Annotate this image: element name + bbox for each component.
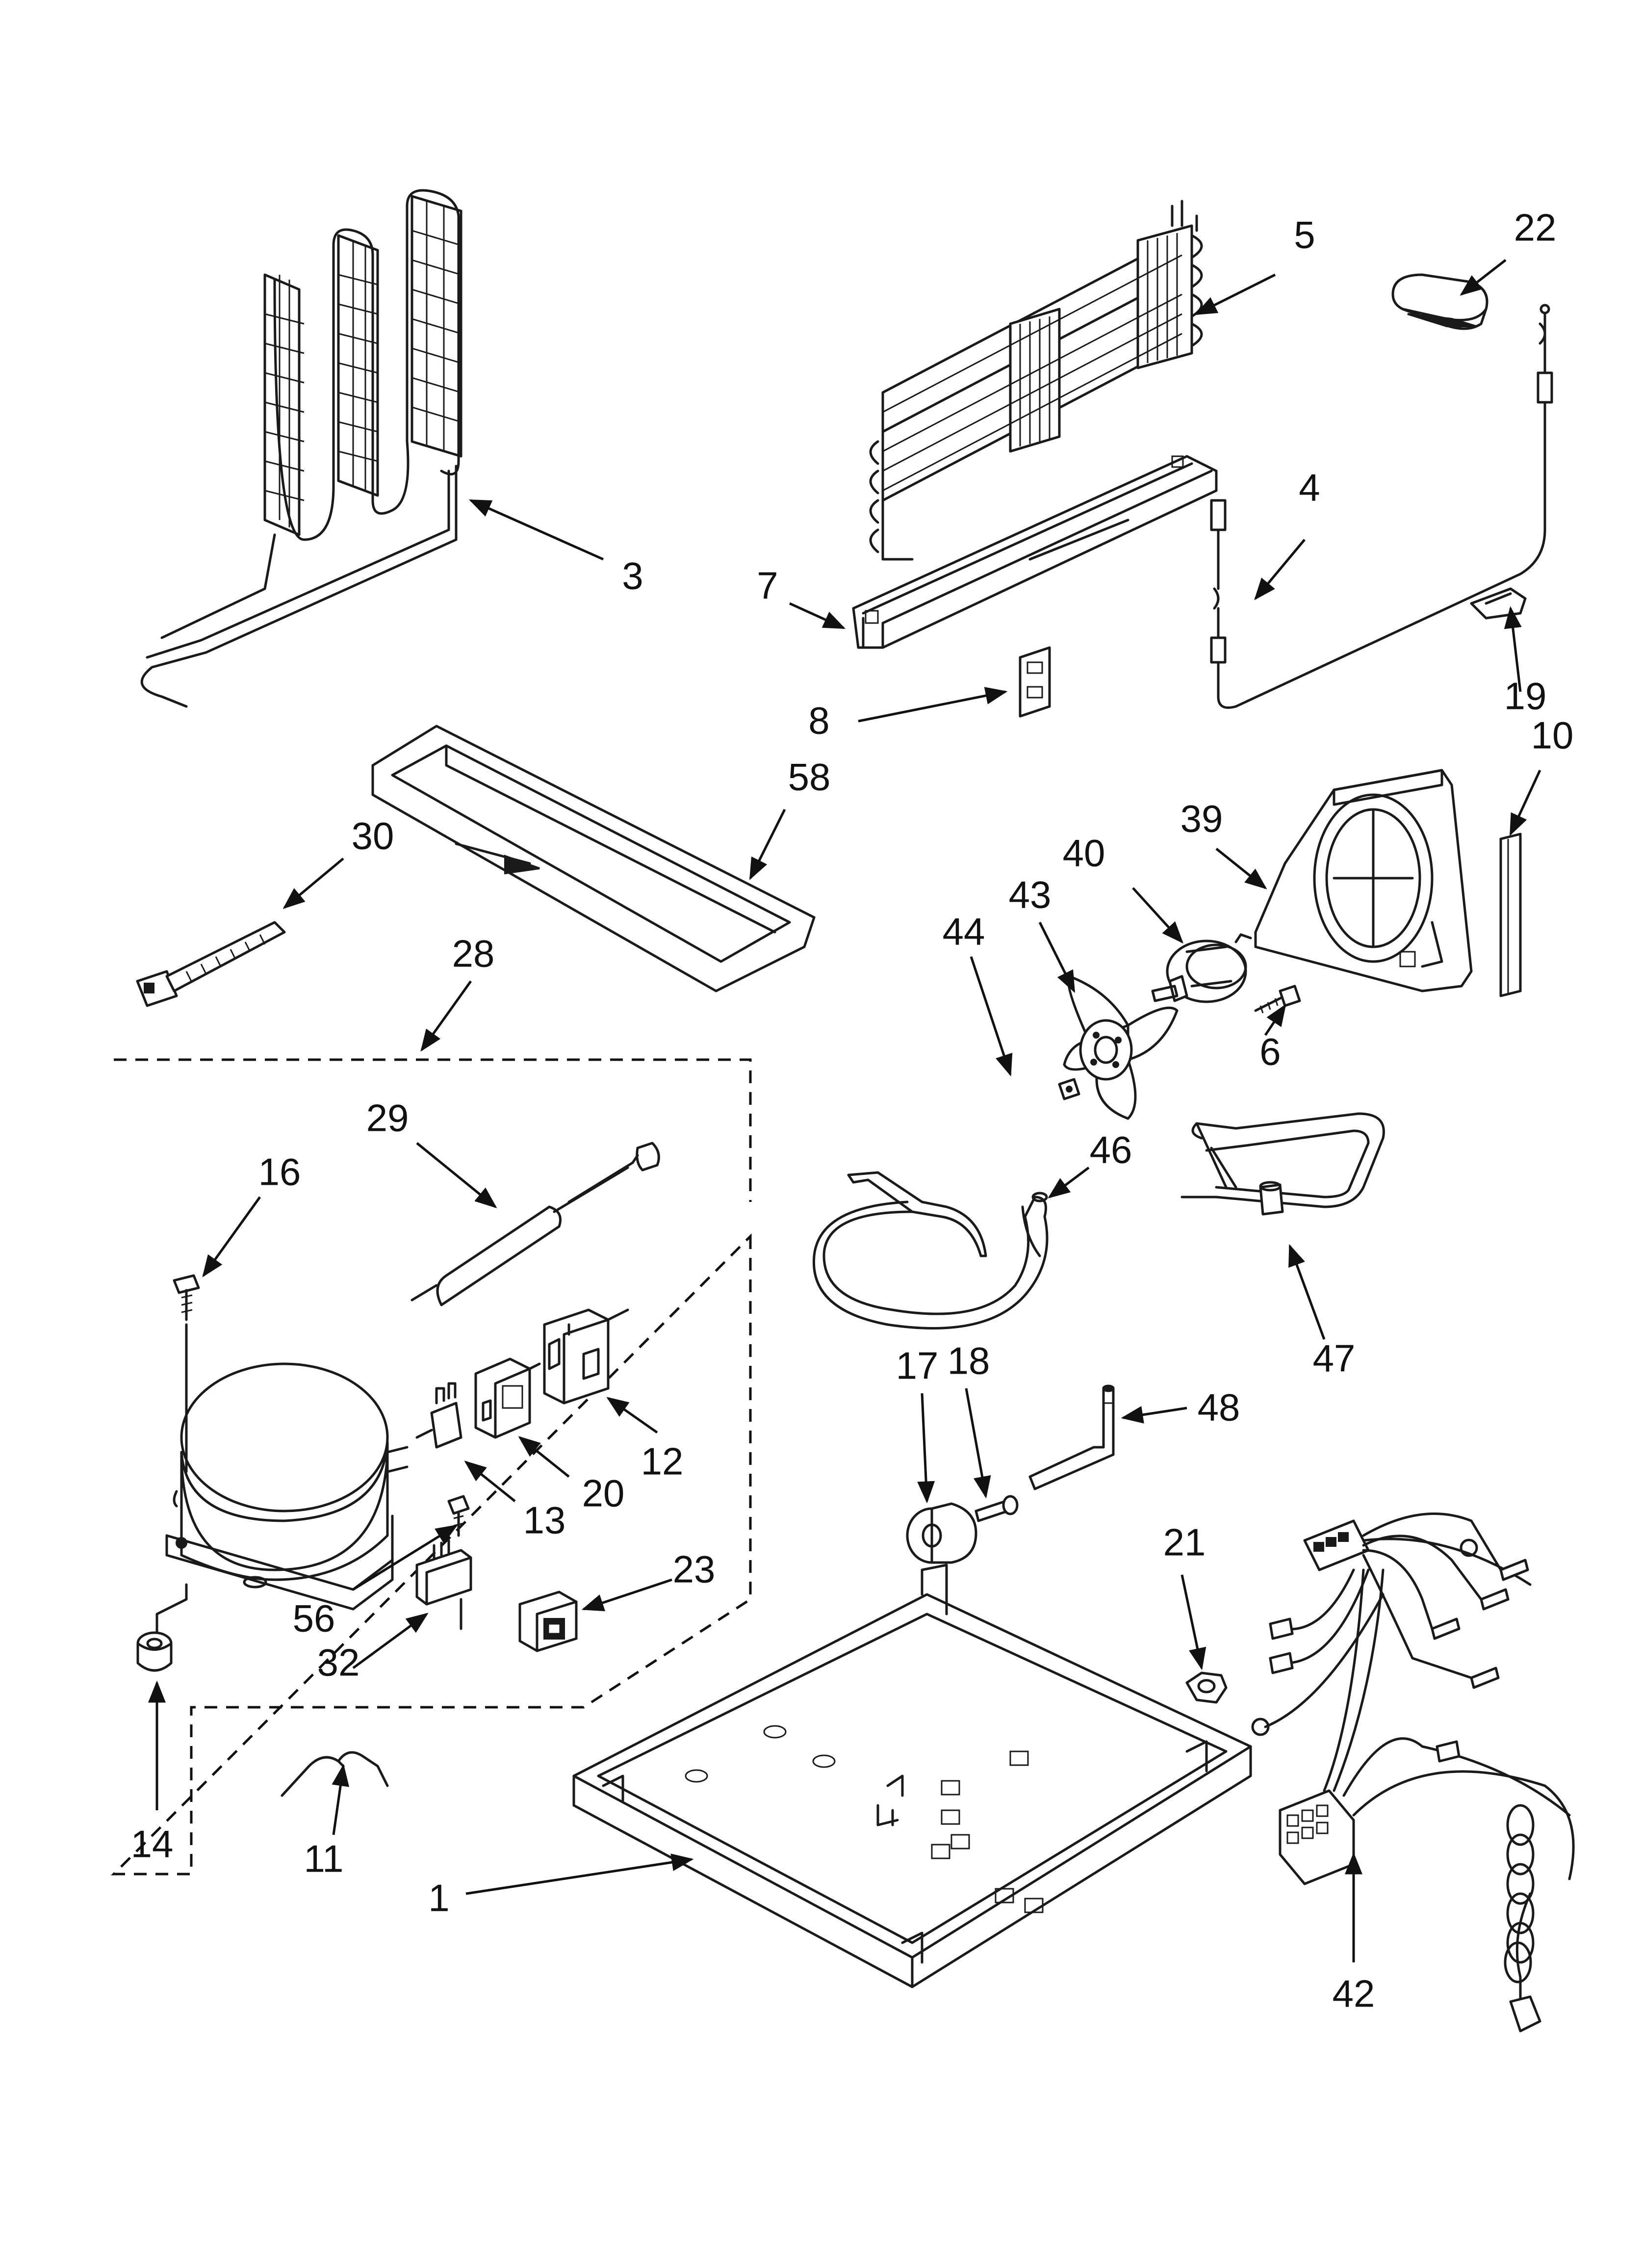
- terminal-connector: [415, 1382, 462, 1449]
- compressor: [155, 1323, 409, 1640]
- fan-blade: [1063, 975, 1179, 1120]
- capacitor-screw: [447, 1495, 470, 1537]
- bent-tube: [1028, 1384, 1115, 1490]
- rubber-grommet: [136, 1631, 173, 1672]
- overload-protector: [528, 1308, 629, 1405]
- callout-47: 47: [1313, 1337, 1356, 1380]
- drain-tube: [812, 1171, 1049, 1330]
- callout-21: 21: [1163, 1521, 1206, 1564]
- hex-nut: [1185, 1671, 1228, 1704]
- bracket: [1019, 646, 1051, 718]
- fan-shroud: [1254, 769, 1473, 992]
- filter-drier: [410, 1142, 660, 1306]
- defrost-sensor: [1210, 304, 1553, 709]
- callout-42: 42: [1333, 1972, 1375, 2015]
- callout-22: 22: [1514, 206, 1557, 249]
- callout-14: 14: [131, 1823, 174, 1866]
- callout-23: 23: [673, 1548, 716, 1591]
- callout-19: 19: [1504, 675, 1547, 718]
- callout-4: 4: [1299, 466, 1320, 509]
- callout-29: 29: [366, 1096, 409, 1140]
- callout-30: 30: [352, 814, 394, 858]
- fan-motor: [1151, 933, 1252, 1003]
- callout-39: 39: [1180, 797, 1223, 840]
- cable-tie: [136, 921, 286, 1007]
- callout-1: 1: [428, 1877, 449, 1920]
- screw: [1254, 985, 1301, 1014]
- roller-wheel: [906, 1502, 977, 1564]
- blade-clip: [1058, 1078, 1080, 1100]
- callout-56: 56: [293, 1597, 335, 1640]
- compressor-kit-outline: [110, 1058, 752, 1876]
- callout-8: 8: [808, 699, 829, 742]
- defrost-tube: [1180, 1112, 1385, 1216]
- run-capacitor: [415, 1539, 472, 1630]
- callout-3: 3: [622, 554, 643, 598]
- wire-clip: [281, 1751, 389, 1797]
- start-relay: [474, 1357, 531, 1439]
- cap: [1391, 273, 1488, 330]
- axle-pin: [975, 1495, 1019, 1522]
- callout-17: 17: [896, 1344, 939, 1387]
- gasket-strip: [1499, 833, 1522, 997]
- callout-13: 13: [523, 1499, 566, 1542]
- evaporator: [869, 200, 1203, 561]
- callout-11: 11: [304, 1837, 344, 1880]
- callout-44: 44: [943, 910, 985, 953]
- callout-46: 46: [1090, 1128, 1132, 1172]
- callout-5: 5: [1294, 213, 1315, 257]
- callout-7: 7: [757, 564, 778, 607]
- callout-12: 12: [641, 1440, 684, 1483]
- callout-58: 58: [788, 756, 831, 799]
- terminal-cover: [518, 1590, 578, 1652]
- callout-16: 16: [258, 1150, 301, 1194]
- callout-6: 6: [1259, 1030, 1281, 1073]
- leader-lines: [148, 259, 1541, 1962]
- callout-43: 43: [1009, 873, 1052, 916]
- mounting-bolt: [173, 1274, 200, 1321]
- callout-28: 28: [452, 932, 495, 975]
- callout-labels: 3 5 22 4 7 8 19 10 58 30 39 40 43 44 6 2…: [131, 206, 1574, 2015]
- callout-18: 18: [948, 1339, 990, 1382]
- callout-48: 48: [1198, 1386, 1240, 1429]
- callout-20: 20: [582, 1472, 625, 1515]
- base-frame: [572, 1564, 1252, 1988]
- callout-32: 32: [317, 1641, 360, 1684]
- drain-pan: [371, 725, 816, 992]
- drain-trough: [852, 455, 1218, 649]
- callout-10: 10: [1531, 714, 1574, 757]
- callout-40: 40: [1063, 832, 1105, 875]
- wiring-harness: [1251, 1512, 1575, 2033]
- condenser-coil: [140, 189, 462, 708]
